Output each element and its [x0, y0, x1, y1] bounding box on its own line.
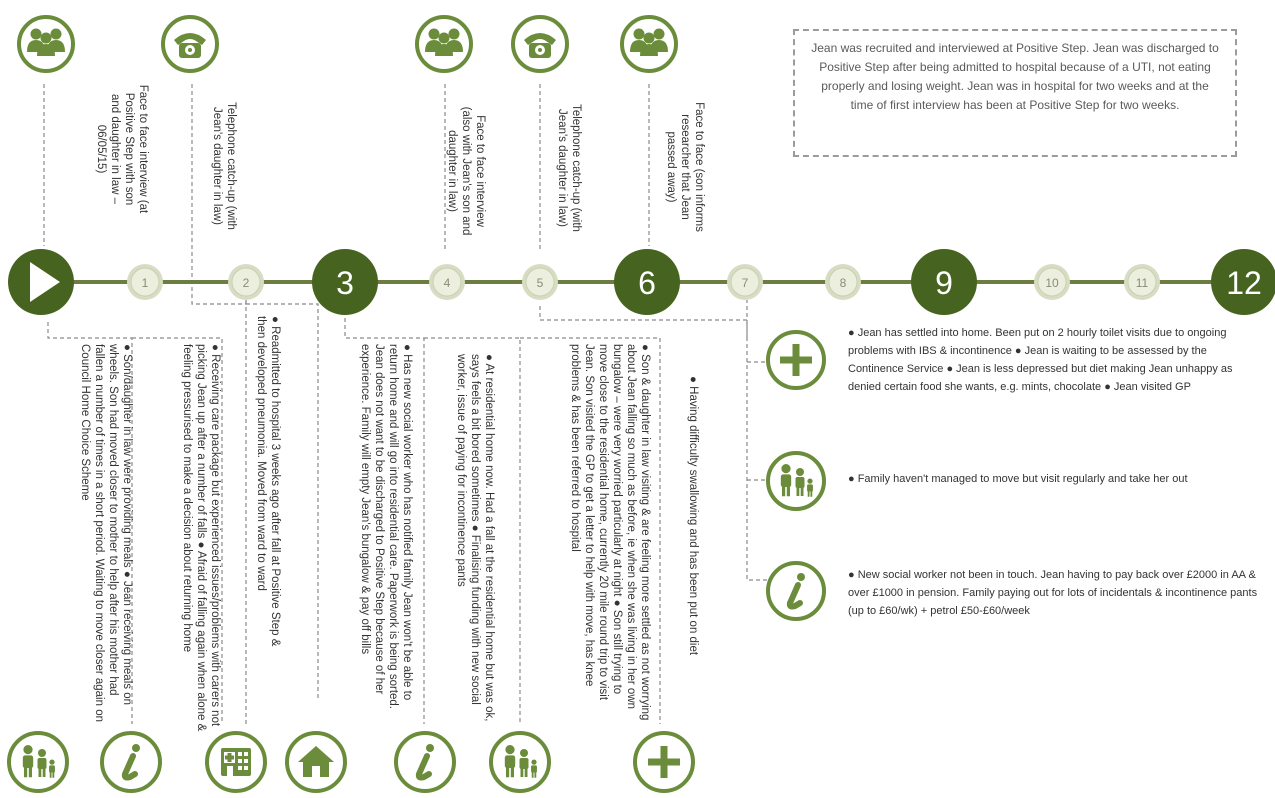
health-plus-icon: [633, 731, 695, 793]
month-node-major: 6: [614, 249, 680, 315]
start-play-node: [8, 249, 74, 315]
month-label: 9: [935, 265, 953, 301]
family-icon: [766, 451, 826, 511]
dashed-connector: [132, 337, 223, 724]
bottom-note-text: ● Has new social worker who has notified…: [359, 344, 413, 709]
month-node: 7: [727, 264, 763, 300]
month-label: 7: [742, 276, 749, 290]
bottom-note-text: ● Receiving care package but experienced…: [181, 344, 221, 732]
bottom-note-text: ● Son/daughter in law were providing mea…: [79, 344, 133, 722]
right-note-text: ● Family haven't managed to move but vis…: [848, 473, 1188, 485]
bottom-note-text: ● At residential home now. Had a fall at…: [455, 354, 495, 722]
month-label: 1: [142, 276, 149, 290]
month-node: 2: [228, 264, 264, 300]
top-event-text: Face to face interview (at Positive Step…: [95, 84, 149, 214]
info-icon: [394, 731, 456, 793]
month-node: 10: [1034, 264, 1070, 300]
month-node: 5: [522, 264, 558, 300]
month-node: 1: [127, 264, 163, 300]
family-icon: [489, 731, 551, 793]
dashed-connector: [424, 337, 521, 724]
info-icon: [766, 561, 826, 621]
month-label: 2: [243, 276, 250, 290]
top-event-text: Telephone catch-up (with Jean's daughter…: [556, 104, 582, 232]
bottom-note-text: ● Having difficulty swallowing and has b…: [687, 376, 699, 656]
month-label: 3: [336, 265, 354, 301]
top-event-text: Face to face interview (also with Jean's…: [446, 106, 486, 236]
family-icon: [7, 731, 69, 793]
summary-note: Jean was recruited and interviewed at Po…: [793, 29, 1237, 157]
right-note-text: ● Jean has settled into home. Been put o…: [848, 327, 1233, 393]
dashed-connector: [47, 322, 133, 724]
home-icon: [285, 731, 347, 793]
hospital-icon: [205, 731, 267, 793]
people-group-icon: [415, 15, 473, 73]
month-node-major: 9: [911, 249, 977, 315]
bottom-note-text: ● Son & daughter in law visiting & are f…: [569, 344, 651, 721]
month-label: 8: [840, 276, 847, 290]
health-plus-icon: [766, 330, 826, 390]
month-node-major: 12: [1211, 249, 1275, 315]
month-label: 12: [1226, 265, 1262, 301]
dashed-connector: [344, 318, 425, 724]
month-label: 5: [537, 276, 544, 290]
month-node: 4: [429, 264, 465, 300]
people-group-icon: [17, 15, 75, 73]
dashed-connector: [246, 303, 319, 698]
month-label: 10: [1045, 276, 1059, 290]
telephone-icon: [511, 15, 569, 73]
info-icon: [100, 731, 162, 793]
month-label: 4: [444, 276, 451, 290]
bottom-note-text: ● Readmitted to hospital 3 weeks ago aft…: [255, 316, 281, 647]
top-event-text: Telephone catch-up (with Jean's daughter…: [211, 102, 237, 230]
month-node: 11: [1124, 264, 1160, 300]
month-node-major: 3: [312, 249, 378, 315]
people-group-icon: [620, 15, 678, 73]
top-event-text: Face to face (son informs researcher tha…: [665, 102, 705, 232]
month-label: 6: [638, 265, 656, 301]
month-label: 11: [1136, 276, 1149, 290]
dashed-connector: [520, 337, 661, 724]
right-note-text: ● New social worker not been in touch. J…: [848, 569, 1258, 617]
telephone-icon: [161, 15, 219, 73]
month-node: 8: [825, 264, 861, 300]
